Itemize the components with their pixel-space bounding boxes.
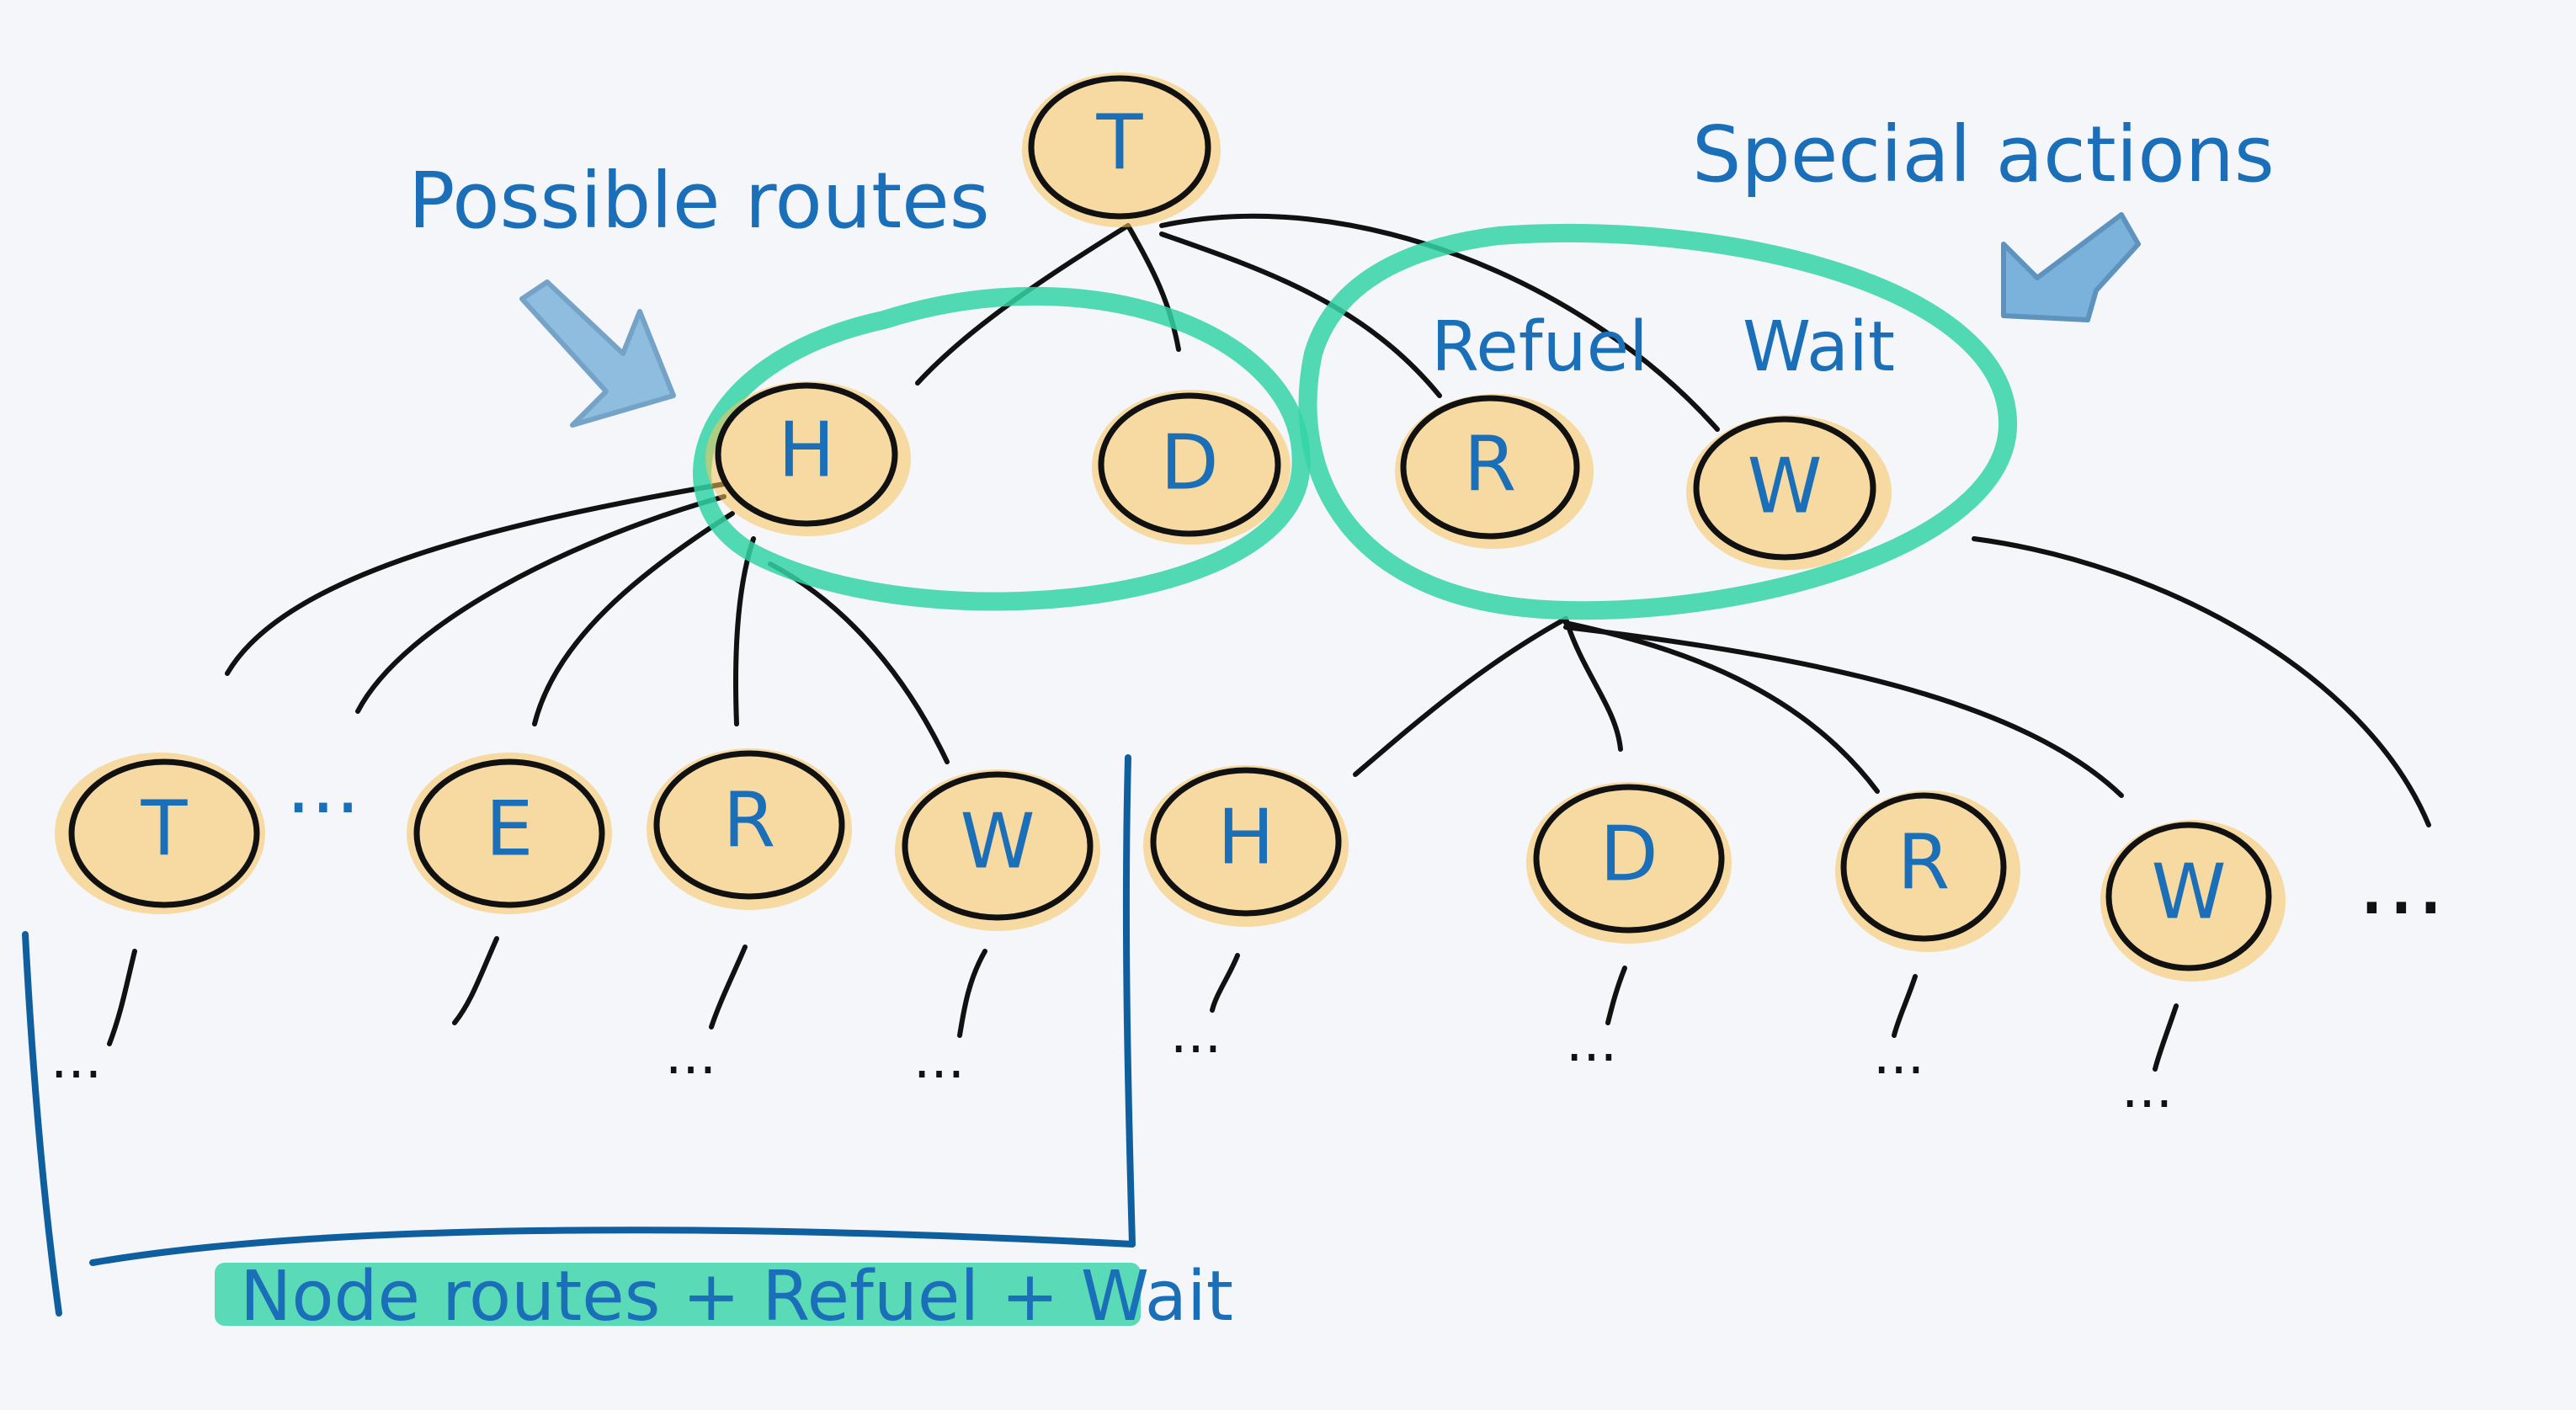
node-l2-w-label: W (961, 798, 1035, 886)
edge-s-w (1563, 625, 2124, 798)
node-l2r-w: W (2100, 820, 2286, 982)
node-l2-r: R (647, 748, 852, 910)
node-l2r-d-label: D (1599, 811, 1658, 899)
node-d: D (1092, 390, 1291, 545)
edge-h-dots (355, 494, 726, 714)
arrow-possible-routes-icon (519, 279, 676, 428)
label-refuel: Refuel (1431, 307, 1648, 387)
node-l2-e: E (407, 753, 612, 914)
node-h: H (705, 381, 911, 536)
bracket-right-line (1122, 754, 1136, 1248)
leaf-ellipsis-6: ... (1873, 1024, 1924, 1087)
bracket (22, 754, 1136, 1317)
edge-root-r (1159, 231, 1442, 398)
node-root-label: T (1096, 99, 1144, 188)
edge-h-e (532, 511, 735, 726)
bracket-bottom-line (89, 1226, 1136, 1266)
node-w-label: W (1748, 443, 1823, 531)
label-special-actions: Special actions (1692, 109, 2275, 200)
node-root: T (1022, 72, 1221, 227)
node-l2-t: T (55, 753, 265, 914)
node-h-label: H (778, 407, 835, 495)
leaf-ellipsis-4: ... (1170, 1003, 1221, 1066)
node-l2-w: W (895, 769, 1100, 931)
possible-routes-highlight (693, 286, 1311, 611)
leaf-ellipsis-5: ... (1566, 1012, 1617, 1074)
edge-s-d (1563, 616, 1623, 752)
node-l2-r-label: R (723, 777, 776, 865)
edge-root-d (1126, 223, 1181, 352)
node-d-label: D (1160, 419, 1218, 508)
leaf-ellipsis-1: ... (51, 1029, 102, 1091)
leaf-ellipsis-7: ... (2121, 1058, 2173, 1120)
node-r-label: R (1464, 421, 1517, 509)
node-l2r-w-label: W (2152, 849, 2227, 937)
node-l2r-h-label: H (1217, 794, 1275, 882)
arrow-special-actions-icon (2001, 212, 2141, 322)
node-l2r-r-label: R (1897, 819, 1951, 907)
special-actions-highlight (1298, 223, 2018, 620)
edges-h (225, 482, 950, 764)
ellipsis-t-e: ... (286, 741, 360, 831)
edge-s-h (1353, 616, 1568, 777)
bottom-label-highlight (215, 1263, 1141, 1326)
edge-h-r (733, 536, 756, 726)
ellipsis-right-end: ... (2357, 827, 2446, 935)
leaf-continuations: ... ... ... ... ... ... ... (51, 936, 2179, 1120)
edge-s-dots (1972, 536, 2431, 827)
node-l2-t-label: T (141, 785, 189, 874)
label-possible-routes: Possible routes (408, 156, 990, 246)
node-l2r-d: D (1526, 782, 1732, 944)
edge-h-t (225, 482, 726, 676)
leaf-ellipsis-2: ... (665, 1024, 716, 1087)
label-wait: Wait (1743, 307, 1895, 387)
edge-root-w (1159, 213, 1720, 432)
edges-special (1353, 536, 2431, 827)
bracket-left-line (22, 931, 62, 1317)
node-w: W (1686, 415, 1892, 570)
node-l2r-r: R (1835, 790, 2020, 952)
node-l2-e-label: E (486, 785, 534, 874)
leaf-ellipsis-3: ... (913, 1029, 965, 1091)
node-l2r-h: H (1143, 765, 1349, 927)
label-bottom: Node routes + Refuel + Wait (240, 1257, 1233, 1337)
node-r: R (1395, 394, 1594, 549)
